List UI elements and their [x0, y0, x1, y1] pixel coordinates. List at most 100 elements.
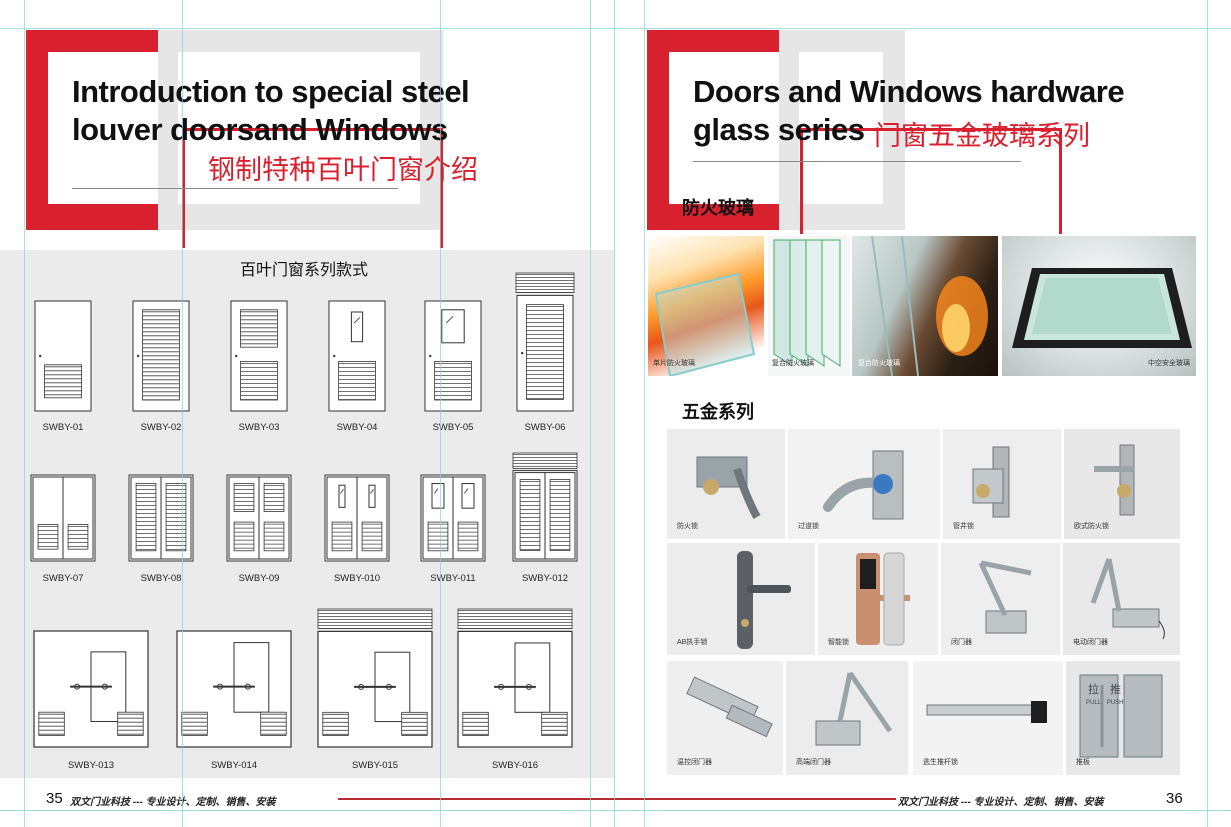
door-label: SWBY-09	[238, 573, 280, 584]
hardware-photo-5: AB执手锁	[667, 543, 815, 655]
door-drawing-swby-013	[33, 630, 149, 748]
push-plate-cn: 拉 推	[1088, 684, 1121, 696]
right-red-line-v2	[1059, 128, 1062, 234]
door-drawing-swby-01	[33, 300, 93, 412]
door-drawing-swby-03	[229, 300, 289, 412]
push-plate-en: PULL PUSH	[1086, 700, 1124, 706]
hardware-photo-10: 高端闭门器	[786, 661, 908, 775]
right-red-line-h	[800, 128, 1062, 131]
hardware-caption: 防火锁	[677, 523, 698, 530]
glass-caption-4: 中空安全玻璃	[1148, 360, 1190, 367]
layered-glass-icon	[773, 239, 841, 367]
hardware-photo-11: 逃生推杆锁	[913, 661, 1063, 775]
smart-icon	[856, 552, 910, 646]
door-label: SWBY-011	[430, 573, 476, 584]
glass-pane-icon	[654, 272, 756, 376]
door-drawing-swby-04	[327, 300, 387, 412]
left-title-en-line2: louver doorsand Windows	[72, 112, 448, 147]
glass-photo-4: 中空安全玻璃	[1002, 236, 1196, 376]
hardware-caption: 闭门器	[951, 639, 972, 646]
door-label: SWBY-05	[432, 422, 474, 433]
mortise-icon	[972, 446, 1010, 518]
door-drawing-swby-011	[420, 474, 486, 562]
hardware-title: 五金系列	[682, 402, 754, 422]
hardware-photo-6: 智能锁	[818, 543, 938, 655]
door-label: SWBY-06	[524, 422, 566, 433]
plate-icon	[1079, 674, 1163, 758]
closer-icon	[978, 560, 1032, 634]
hardware-photo-4: 欧式防火锁	[1064, 429, 1180, 539]
hardware-caption: 电动闭门器	[1073, 639, 1108, 646]
door-drawing-swby-012	[512, 452, 578, 562]
tcloser-icon	[686, 676, 773, 738]
left-red-line-v2	[440, 128, 443, 248]
left-title-en-line1: Introduction to special steel	[72, 74, 470, 109]
guide-line	[182, 0, 183, 827]
mortise2-icon	[1094, 444, 1135, 516]
guide-line	[0, 28, 1231, 29]
left-footer-rule	[338, 798, 620, 800]
glass-photo-2: 复合防火玻璃	[768, 236, 850, 376]
hardware-caption: 温控闭门器	[677, 759, 712, 766]
door-drawing-swby-06	[515, 272, 575, 412]
door-label: SWBY-04	[336, 422, 378, 433]
door-label: SWBY-012	[521, 573, 569, 584]
hardware-photo-8: 电动闭门器	[1063, 543, 1180, 655]
hardware-caption: AB执手锁	[677, 639, 708, 646]
door-drawing-swby-07	[30, 474, 96, 562]
right-footer-text: 双文门业科技 --- 专业设计、定制、销售、安装	[898, 797, 1104, 808]
door-drawing-swby-015	[317, 608, 433, 748]
hardware-caption: 过道锁	[798, 523, 819, 530]
right-white-inset	[669, 52, 799, 204]
door-drawing-swby-010	[324, 474, 390, 562]
door-drawing-swby-016	[457, 608, 573, 748]
door-drawing-swby-05	[423, 300, 483, 412]
glass-photo-1: 单片防火玻璃	[648, 236, 764, 376]
door-drawing-swby-02	[131, 300, 191, 412]
hardware-photo-2: 过道锁	[788, 429, 940, 539]
right-title-en-line1: Doors and Windows hardware	[693, 74, 1125, 109]
fire-glass-title: 防火玻璃	[682, 198, 754, 218]
left-white-inset	[48, 52, 178, 204]
right-red-line-v1	[800, 128, 803, 234]
eclose-icon	[1090, 558, 1165, 640]
door-label: SWBY-010	[333, 573, 381, 584]
hardware-caption: 管井锁	[953, 523, 974, 530]
door-label: SWBY-03	[238, 422, 280, 433]
door-panel-title: 百叶门窗系列款式	[240, 262, 369, 279]
right-page-number: 36	[1166, 790, 1183, 807]
hardware-caption: 推板	[1076, 759, 1090, 766]
door-label: SWBY-01	[42, 422, 84, 433]
hardware-photo-1: 防火锁	[667, 429, 785, 539]
hcloser-icon	[815, 671, 893, 746]
hardware-photo-3: 管井锁	[943, 429, 1061, 539]
guide-line	[590, 0, 591, 827]
guide-line	[1207, 0, 1208, 827]
left-title-underline	[72, 188, 398, 189]
hardware-photo-7: 闭门器	[941, 543, 1060, 655]
left-title-cn: 钢制特种百叶门窗介绍	[208, 155, 478, 185]
guide-line	[0, 810, 1231, 811]
hardware-caption: 高端闭门器	[796, 759, 831, 766]
door-drawing-swby-09	[226, 474, 292, 562]
hardware-photo-12: 拉 推 PULL PUSH 推板	[1066, 661, 1180, 775]
left-footer-text: 双文门业科技 --- 专业设计、定制、销售、安装	[70, 797, 276, 808]
door-label: SWBY-013	[67, 760, 115, 771]
guide-line	[644, 0, 645, 827]
door-drawing-swby-08	[128, 474, 194, 562]
lever-icon	[823, 450, 904, 520]
right-title-en-line2: glass series	[693, 112, 865, 147]
door-label: SWBY-014	[210, 760, 258, 771]
door-label: SWBY-02	[140, 422, 182, 433]
guide-line	[440, 0, 441, 827]
guide-line	[614, 0, 615, 827]
glass-photo-3: 复合防火玻璃	[852, 236, 998, 376]
hardware-caption: 欧式防火锁	[1074, 523, 1109, 530]
door-drawing-swby-014	[176, 630, 292, 748]
door-label: SWBY-07	[42, 573, 84, 584]
lock-icon	[696, 456, 761, 519]
bar-icon	[926, 701, 1047, 723]
door-label: SWBY-015	[351, 760, 399, 771]
right-title-underline	[693, 161, 1021, 162]
door-label: SWBY-016	[491, 760, 539, 771]
